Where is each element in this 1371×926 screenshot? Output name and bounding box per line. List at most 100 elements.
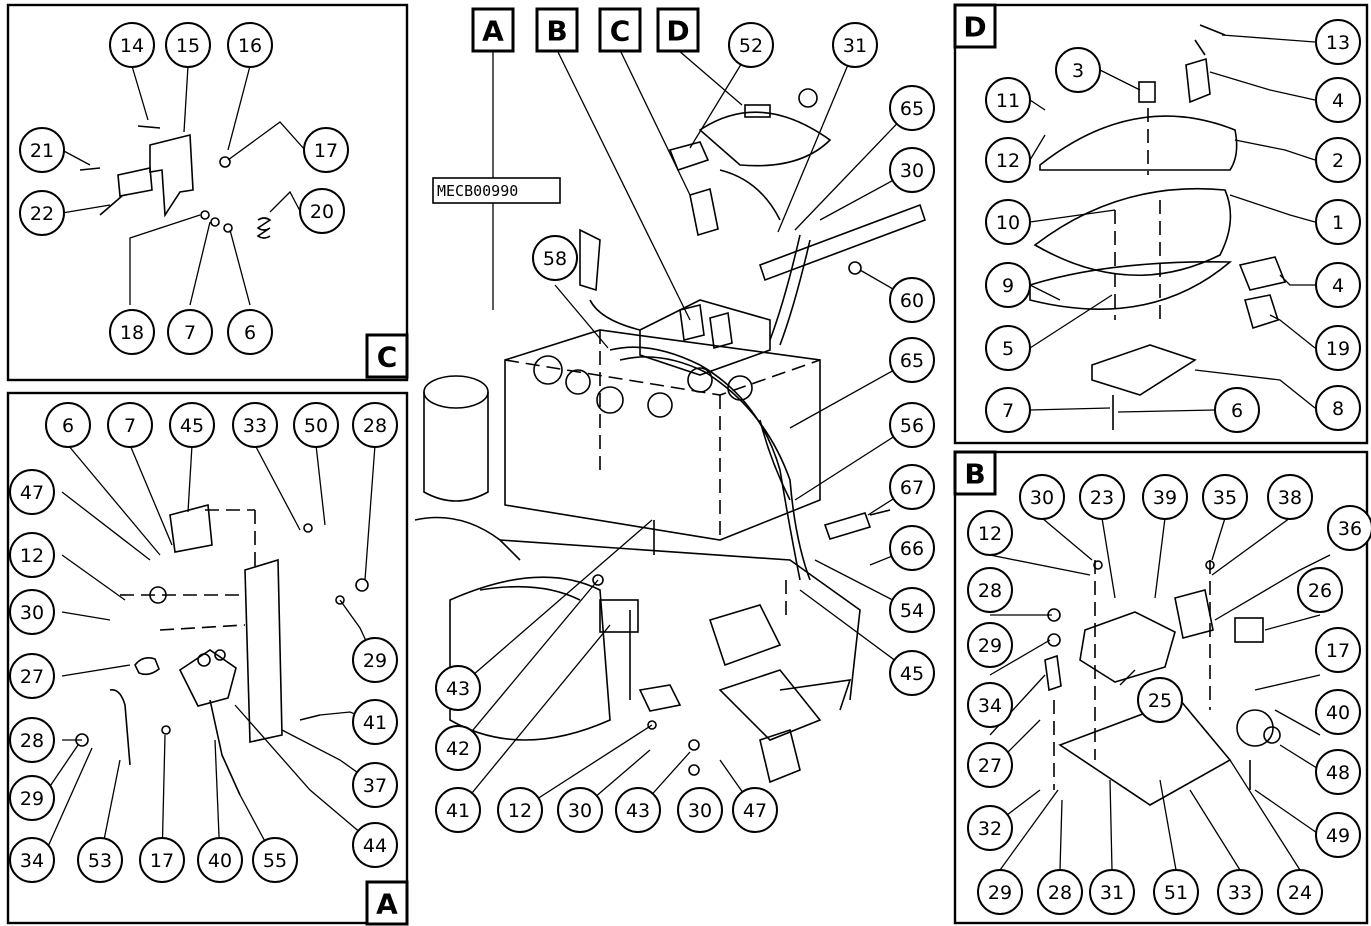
callout-number: 25: [1148, 690, 1172, 712]
callout-number: 10: [996, 212, 1020, 234]
callout-number: 30: [20, 602, 44, 624]
panel-b-callout: 38: [1267, 474, 1313, 520]
panel-a-callout: 55: [252, 837, 298, 883]
callout-number: 29: [988, 882, 1012, 904]
callout-number: 58: [543, 248, 567, 270]
callout-number: 42: [446, 738, 470, 760]
callout-circle: [967, 510, 1013, 556]
center-callout: 60: [889, 277, 935, 323]
callout-circle: [1315, 627, 1361, 673]
callout-number: 51: [1164, 882, 1188, 904]
callout-circle: [889, 85, 935, 131]
panel-b-callout: 23: [1079, 474, 1125, 520]
callout-circle: [169, 402, 215, 448]
panel-a-callout: 53: [77, 837, 123, 883]
panel-b-callout: 25: [1137, 677, 1183, 723]
callout-circle: [232, 402, 278, 448]
callout-number: 41: [363, 712, 387, 734]
panel-a-callout: 6: [45, 402, 91, 448]
callout-circle: [1153, 869, 1199, 915]
callout-number: 2: [1332, 150, 1344, 172]
callout-circle: [1315, 199, 1361, 245]
callout-number: 29: [20, 788, 44, 810]
callout-circle: [77, 837, 123, 883]
callout-circle: [1055, 47, 1101, 93]
center-callout: 66: [889, 525, 935, 571]
center-callout: 31: [832, 22, 878, 68]
callout-circle: [107, 402, 153, 448]
callout-number: 27: [978, 755, 1002, 777]
panel-a-callout: 37: [352, 762, 398, 808]
panel-d-callout: 3: [1055, 47, 1101, 93]
center-callout: 41: [435, 787, 481, 833]
panel-b-callout: 48: [1315, 749, 1361, 795]
callout-number: 45: [900, 663, 924, 685]
callout-circle: [352, 762, 398, 808]
center-callout: 30: [677, 787, 723, 833]
panel-a-callout: 12: [9, 532, 55, 578]
callout-circle: [977, 869, 1023, 915]
callout-number: 6: [244, 322, 256, 344]
callout-circle: [197, 837, 243, 883]
callout-number: 30: [688, 800, 712, 822]
panel-b-callout: 17: [1315, 627, 1361, 673]
callout-number: 30: [1030, 487, 1054, 509]
panel-a-callout: 29: [352, 637, 398, 683]
callout-circle: [1277, 869, 1323, 915]
reference-code: MECB00990: [437, 182, 518, 200]
callout-number: 13: [1326, 32, 1350, 54]
callout-number: 7: [184, 322, 196, 344]
center-callout: 54: [889, 587, 935, 633]
panel-a-callout: 44: [352, 822, 398, 868]
callout-circle: [109, 22, 155, 68]
callout-number: 6: [62, 415, 74, 437]
panel-b-callout: 29: [967, 622, 1013, 668]
callout-circle: [967, 567, 1013, 613]
callout-number: 41: [446, 800, 470, 822]
callout-number: 15: [176, 35, 200, 57]
callout-number: 33: [1228, 882, 1252, 904]
panel-b-callout: 26: [1297, 567, 1343, 613]
callout-circle: [985, 77, 1031, 123]
callout-circle: [9, 532, 55, 578]
callout-number: 39: [1153, 487, 1177, 509]
panel-d-callout: 13: [1315, 19, 1361, 65]
panel-d-callout: 5: [985, 325, 1031, 371]
callout-circle: [985, 137, 1031, 183]
panel-b-callout: 33: [1217, 869, 1263, 915]
callout-number: 36: [1338, 518, 1362, 540]
svg-text:A: A: [482, 15, 504, 48]
center-callout: 56: [889, 402, 935, 448]
callout-circle: [497, 787, 543, 833]
callout-number: 12: [996, 150, 1020, 172]
center-callout: 52: [728, 22, 774, 68]
panel-c-callout: 14: [109, 22, 155, 68]
callout-number: 23: [1090, 487, 1114, 509]
callout-circle: [967, 682, 1013, 728]
callout-number: 34: [978, 695, 1002, 717]
center-callout: 58: [532, 235, 578, 281]
panel-c-artwork: [79, 125, 272, 239]
callout-circle: [967, 742, 1013, 788]
panel-a-callout: 45: [169, 402, 215, 448]
center-callout: 30: [889, 147, 935, 193]
callout-number: 29: [978, 635, 1002, 657]
panel-b-callout: 31: [1089, 869, 1135, 915]
panel-d-callout: 7: [985, 387, 1031, 433]
panel-a-callout: 28: [9, 717, 55, 763]
callout-circle: [985, 325, 1031, 371]
callout-circle: [1297, 567, 1343, 613]
panel-b-callout: 49: [1315, 812, 1361, 858]
panel-c-callout: 22: [19, 190, 65, 236]
callout-circle: [9, 717, 55, 763]
callout-number: 49: [1326, 825, 1350, 847]
callout-circle: [19, 190, 65, 236]
callout-circle: [1214, 387, 1260, 433]
callout-number: 17: [1326, 640, 1350, 662]
callout-circle: [1315, 689, 1361, 735]
callout-number: 35: [1213, 487, 1237, 509]
panel-b-callout: 39: [1142, 474, 1188, 520]
callout-circle: [1202, 474, 1248, 520]
callout-number: 50: [304, 415, 328, 437]
